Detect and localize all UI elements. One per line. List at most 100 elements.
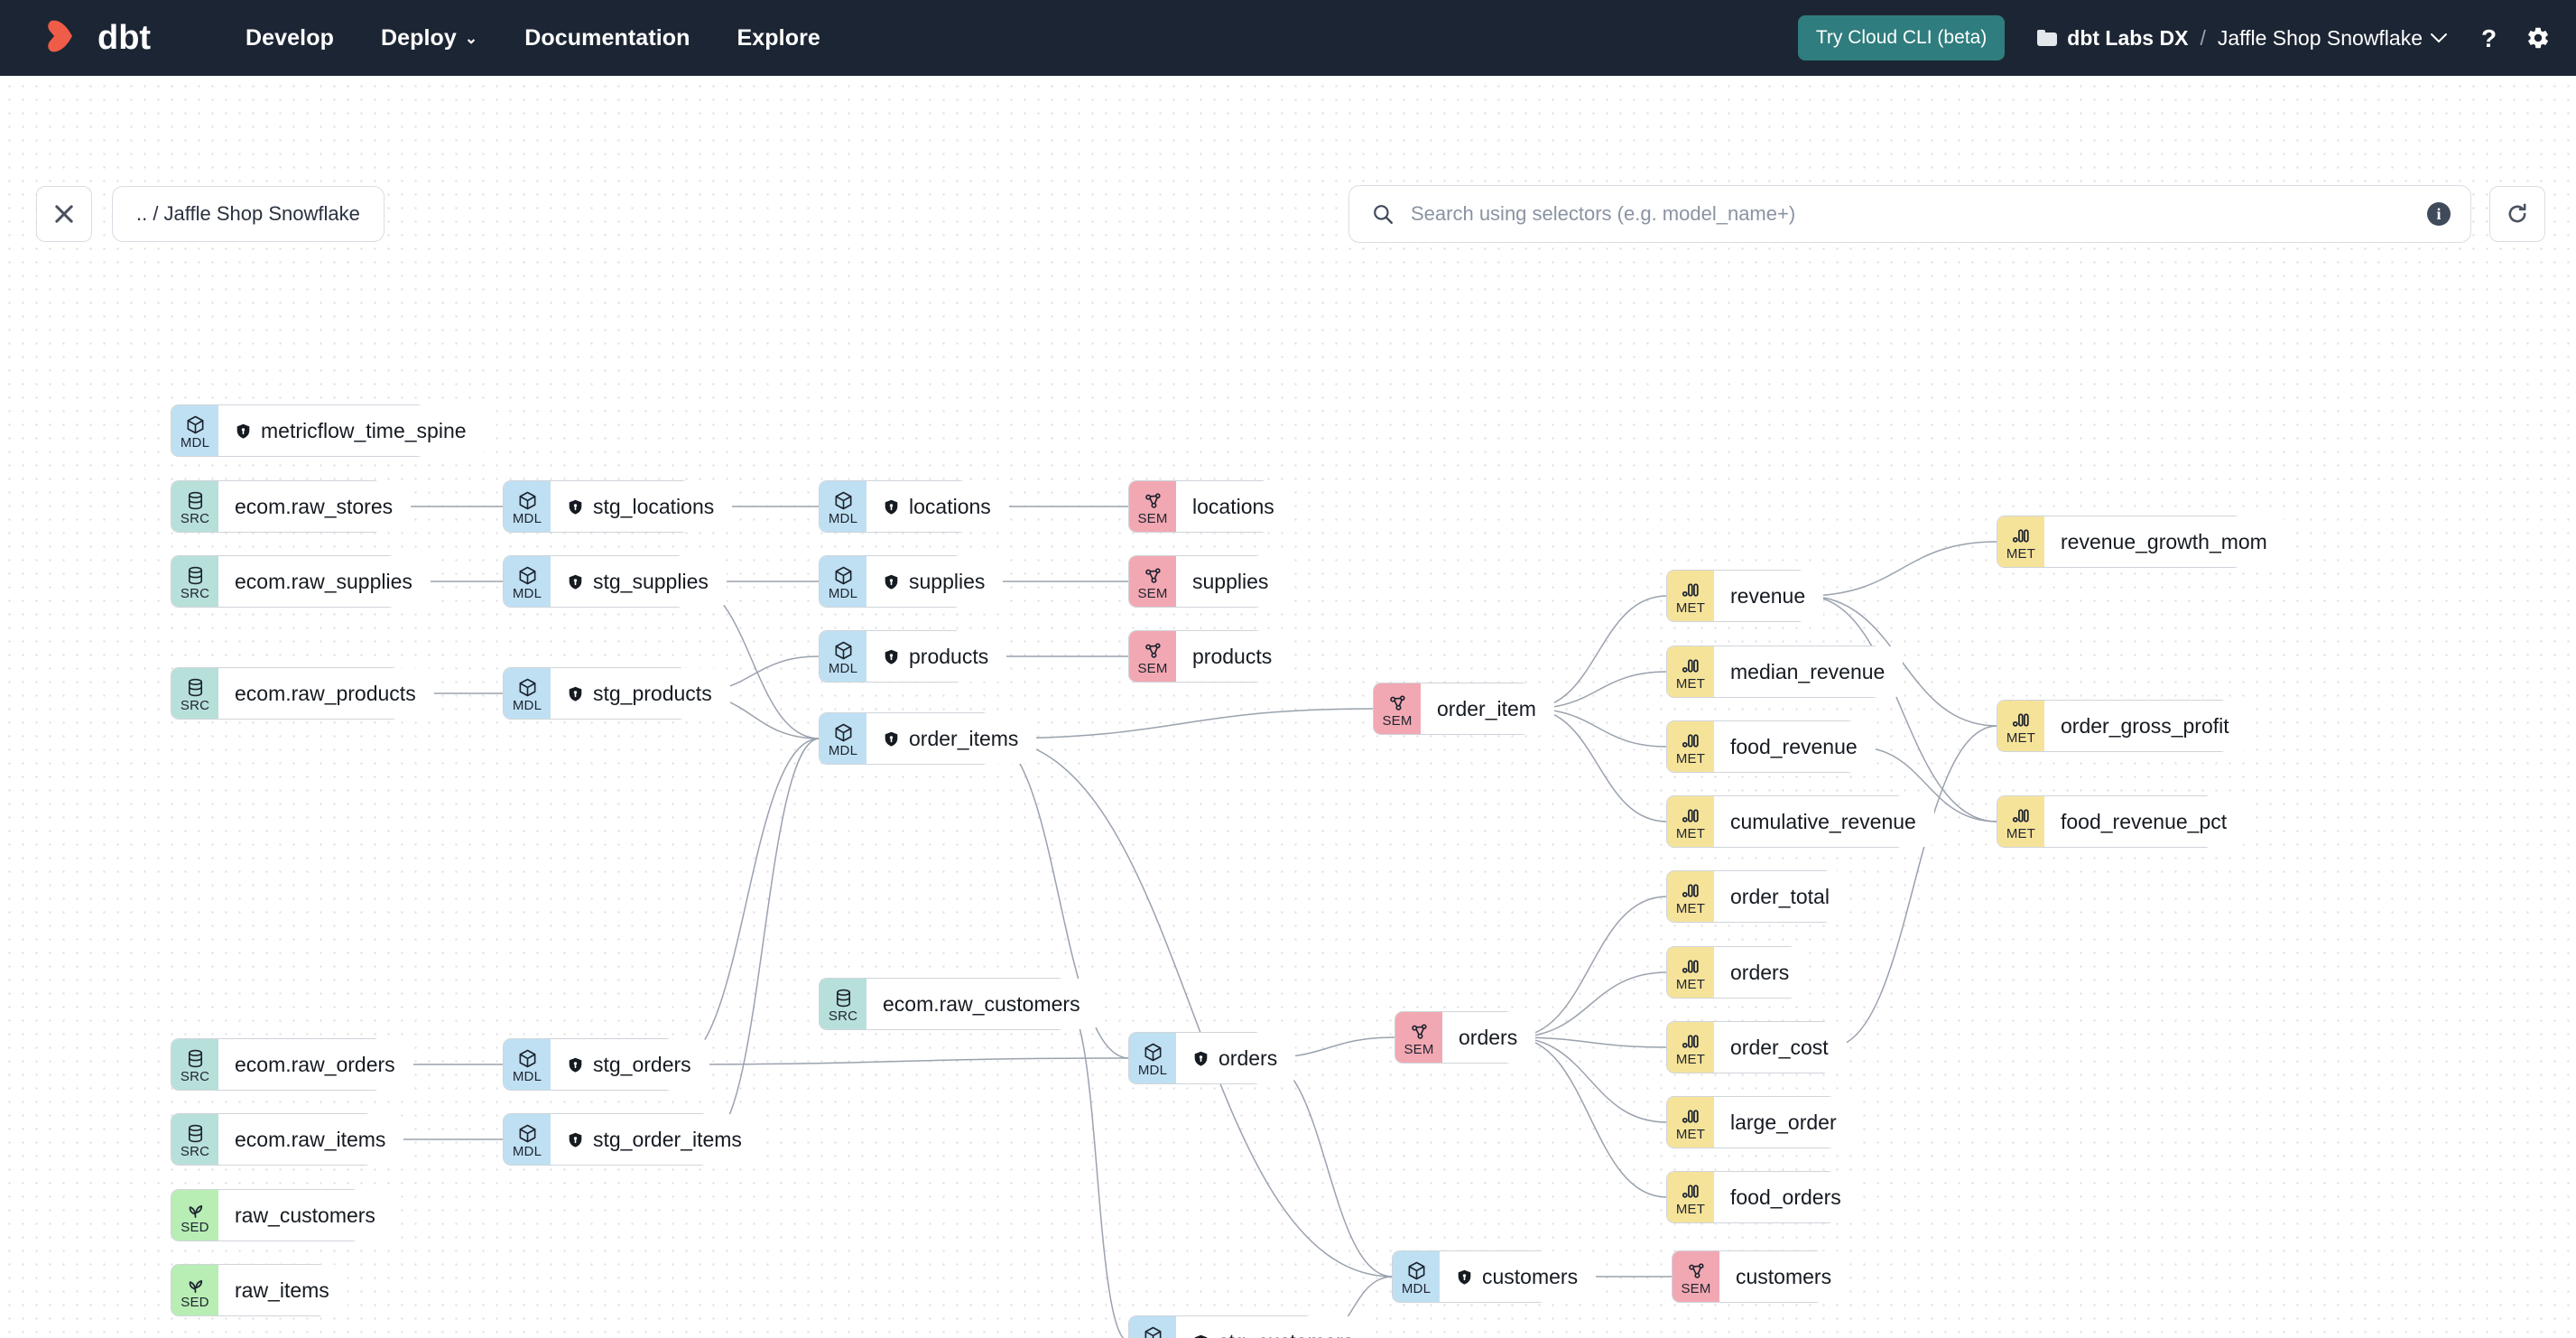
node-type-badge-src: SRC: [171, 1114, 218, 1165]
node-label: supplies: [909, 569, 986, 593]
node-body: ecom.raw_products: [218, 668, 434, 719]
svg-text:?: ?: [2481, 24, 2497, 51]
nav-item-explore[interactable]: Explore: [737, 16, 820, 60]
help-icon[interactable]: ?: [2479, 24, 2502, 51]
nav-item-deploy[interactable]: Deploy ⌄: [381, 16, 477, 60]
database-icon: [185, 677, 206, 698]
close-icon[interactable]: [36, 186, 92, 242]
node-type-badge-met: MET: [1667, 571, 1714, 621]
database-icon: [185, 1048, 206, 1069]
nav-item-develop[interactable]: Develop: [246, 16, 334, 60]
lineage-edge: [1064, 1003, 1125, 1338]
shield-icon: [235, 423, 252, 440]
nav-item-documentation[interactable]: Documentation: [524, 16, 690, 60]
node-body: stg_order_items: [551, 1114, 760, 1165]
node-type-label: SRC: [180, 510, 210, 526]
node-type-badge-sed: SED: [171, 1190, 218, 1240]
cube-icon: [1143, 1042, 1163, 1063]
node-label: orders: [1730, 960, 1790, 984]
node-type-badge-mdl: MDL: [1393, 1251, 1440, 1302]
shield-icon: [567, 1056, 584, 1073]
project-selector[interactable]: Jaffle Shop Snowflake: [2218, 26, 2448, 51]
bar-chart-icon: [1681, 655, 1701, 676]
node-type-label: MET: [1675, 1126, 1706, 1142]
search-bar[interactable]: i: [1348, 185, 2471, 243]
gear-icon[interactable]: [2525, 25, 2551, 51]
lineage-edge: [1512, 1036, 1668, 1048]
node-label: stg_order_items: [593, 1127, 742, 1151]
node-body: order_item: [1421, 683, 1554, 734]
bar-chart-icon: [1681, 805, 1701, 826]
node-type-badge-sem: SEM: [1129, 556, 1176, 607]
node-label: revenue_growth_mom: [2061, 529, 2267, 553]
node-label: order_item: [1437, 696, 1536, 720]
node-body: orders: [1714, 947, 1808, 998]
cube-icon: [517, 490, 538, 511]
account-name[interactable]: dbt Labs DX: [2067, 25, 2189, 50]
lineage-edge: [672, 1057, 1130, 1065]
node-label: stg_orders: [593, 1052, 691, 1076]
node-type-label: MDL: [828, 510, 858, 526]
breadcrumb[interactable]: .. / Jaffle Shop Snowflake: [112, 186, 385, 242]
bar-chart-icon: [1681, 580, 1701, 600]
node-body: food_revenue: [1714, 721, 1876, 772]
dbt-logo[interactable]: dbt: [45, 17, 191, 59]
graph-node-sem_supplies[interactable]: SEM supplies: [1129, 556, 1287, 607]
cube-icon: [517, 1048, 538, 1069]
try-cloud-cli-button[interactable]: Try Cloud CLI (beta): [1797, 15, 2006, 60]
node-body: orders: [1176, 1033, 1296, 1083]
cube-icon: [833, 490, 854, 511]
info-icon[interactable]: i: [2427, 202, 2451, 226]
node-label: order_cost: [1730, 1035, 1829, 1059]
refresh-icon[interactable]: [2489, 186, 2545, 242]
node-label: supplies: [1192, 569, 1269, 593]
node-type-label: MET: [2006, 545, 2036, 562]
node-body: metricflow_time_spine: [218, 405, 485, 456]
seedling-icon: [185, 1199, 206, 1220]
node-type-label: SRC: [828, 1008, 858, 1024]
search-input[interactable]: [1409, 201, 2413, 227]
node-type-badge-mdl: MDL: [171, 405, 218, 456]
bar-chart-icon: [1681, 1181, 1701, 1202]
graph-node-met_revenue_growth_mom[interactable]: MET revenue_growth_mom: [1997, 516, 2285, 567]
node-body: customers: [1719, 1251, 1850, 1302]
